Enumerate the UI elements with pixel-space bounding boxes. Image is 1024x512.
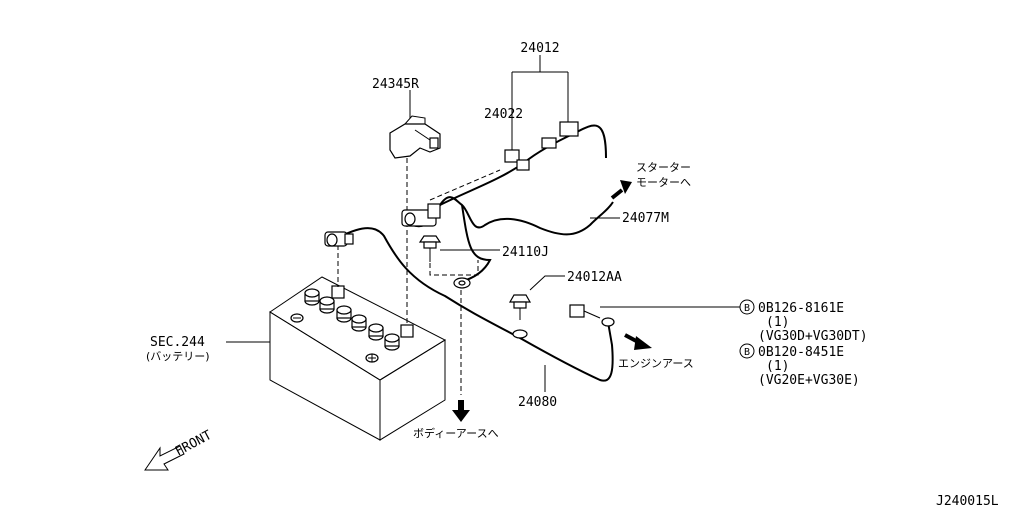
bolt-spec-text-1: (VG30D+VG30DT) [758, 329, 868, 344]
front-arrow-icon [144, 445, 185, 471]
bolt-24110j [418, 235, 442, 262]
diagram-id: J240015L [936, 494, 999, 509]
bolt-spec-1: B 0B126-8161E (1) (VG30D+VG30DT) [739, 299, 868, 344]
positive-post [400, 324, 414, 338]
terminal-cover-24345r [389, 115, 441, 159]
label-starter-line1: スターター [636, 161, 691, 174]
bolt-part-1: 0B126-8161E [758, 301, 844, 316]
terminal-clamp-negative [324, 231, 354, 247]
arrow-engine-earth-icon [624, 333, 652, 350]
battery [269, 276, 447, 441]
label-front: FRONT [173, 428, 215, 460]
body-earth-lug [453, 277, 471, 289]
label-battery: (バッテリー) [146, 350, 210, 363]
label-24022: 24022 [484, 107, 523, 122]
cable-24080 [332, 227, 614, 382]
bolt-marker-1: B [744, 303, 750, 314]
bolt-spec-2: B 0B120-8451E (1) (VG20E+VG30E) [739, 343, 860, 388]
label-engine-earth: エンジンアース [618, 357, 694, 370]
connector-24022 [504, 137, 557, 171]
leader-lines [226, 55, 740, 392]
engine-earth-bolt [569, 304, 615, 327]
label-24080: 24080 [518, 395, 557, 410]
bolt-qty-1: (1) [766, 315, 789, 330]
label-24077m: 24077M [622, 211, 669, 226]
label-starter-line2: モーターへ [636, 176, 691, 189]
label-24345r: 24345R [372, 77, 419, 92]
label-24110j: 24110J [502, 245, 549, 260]
bolt-qty-2: (1) [766, 359, 789, 374]
label-24012: 24012 [520, 41, 559, 56]
bolt-marker-2: B [744, 347, 750, 358]
connector-24012 [559, 121, 579, 137]
label-sec-244: SEC.244 [150, 335, 205, 350]
assembly-line-bolt [429, 255, 479, 276]
negative-post [331, 285, 345, 299]
label-body-earth: ボディーアースへ [413, 426, 499, 440]
battery-caps [304, 288, 400, 351]
arrow-body-earth-icon [452, 400, 470, 422]
label-24012aa: 24012AA [567, 270, 622, 285]
cable-branch-bracket [459, 204, 492, 283]
bolt-part-2: 0B120-8451E [758, 345, 844, 360]
arrow-starter-icon [610, 180, 632, 200]
bolt-24012aa [508, 294, 532, 339]
assembly-line-connector [429, 169, 501, 201]
terminal-clamp-positive [401, 203, 441, 227]
bolt-spec-text-2: (VG20E+VG30E) [758, 373, 860, 388]
battery-terminal-positive [365, 353, 379, 363]
battery-terminal-negative [290, 313, 304, 323]
